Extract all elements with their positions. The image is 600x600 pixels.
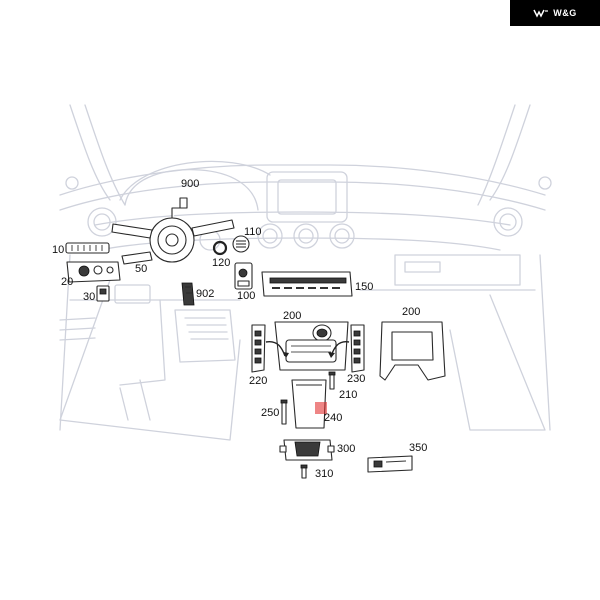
part-200-trim-frame <box>379 321 446 381</box>
callout-200-frame: 200 <box>402 306 420 318</box>
callout-100: 100 <box>237 290 255 302</box>
part-110-button <box>232 235 250 253</box>
part-210-screw <box>328 371 336 390</box>
wg-logo-icon <box>533 9 549 18</box>
part-30-switch <box>96 285 110 302</box>
callout-300: 300 <box>337 443 355 455</box>
callout-250: 250 <box>261 407 279 419</box>
part-902-sensor <box>181 282 195 306</box>
part-200-center-console <box>274 321 349 371</box>
callout-210: 210 <box>339 389 357 401</box>
callout-labels: 900 110 120 10 20 50 30 902 100 150 200 … <box>52 178 427 480</box>
callout-50: 50 <box>135 263 147 275</box>
callout-150: 150 <box>355 281 373 293</box>
part-100-ignition <box>234 262 253 290</box>
callout-30: 30 <box>83 291 95 303</box>
callout-110: 110 <box>244 226 262 238</box>
callout-900: 900 <box>181 178 199 190</box>
callout-240: 240 <box>324 412 342 424</box>
callout-200-console: 200 <box>283 310 301 322</box>
part-250-bolt <box>280 399 288 425</box>
part-300-bracket <box>279 439 335 461</box>
callout-230: 230 <box>347 373 365 385</box>
part-20-light-switch <box>66 261 121 283</box>
brand-text: W&G <box>553 8 577 18</box>
part-350-module <box>367 455 413 473</box>
air-vents <box>257 223 355 249</box>
callout-20: 20 <box>61 276 73 288</box>
callout-902: 902 <box>196 288 214 300</box>
part-150-climate-panel <box>261 271 353 297</box>
callout-350: 350 <box>409 442 427 454</box>
part-120-ring <box>212 240 228 256</box>
callout-220: 220 <box>249 375 267 387</box>
part-900-clock-spring <box>111 197 235 265</box>
callout-310: 310 <box>315 468 333 480</box>
part-310-screw <box>300 464 308 479</box>
callout-10: 10 <box>52 244 64 256</box>
part-220-side-panel <box>251 324 289 373</box>
part-10-switch-bar <box>65 242 110 254</box>
callout-120: 120 <box>212 257 230 269</box>
brand-logo: W&G <box>510 0 600 26</box>
center-display <box>266 171 348 223</box>
part-240-cup-holder <box>291 379 327 429</box>
part-230-side-panel <box>328 324 365 373</box>
